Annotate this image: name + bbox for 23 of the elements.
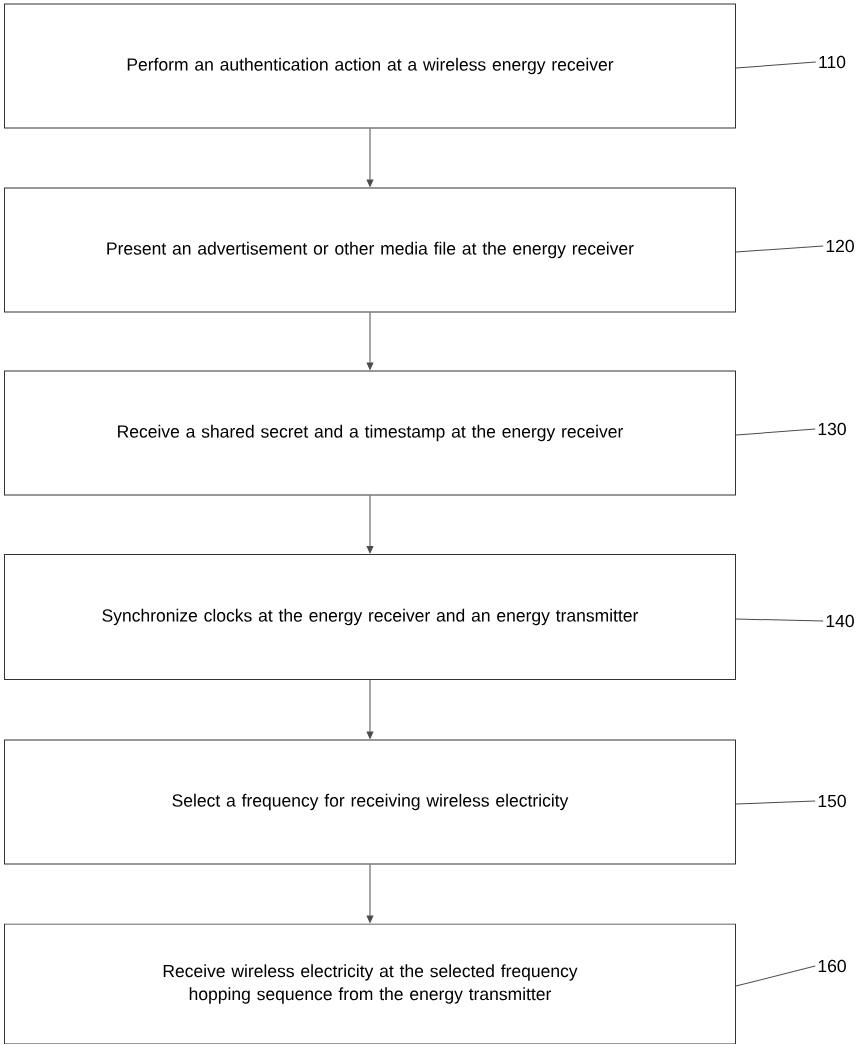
leader-line [735, 965, 816, 987]
process-box: Receive a shared secret and a timestamp at the energy receiver [4, 370, 736, 496]
arrow [366, 864, 374, 923]
callout-number: 130 [818, 422, 846, 436]
arrow [366, 495, 374, 554]
callout-number: 140 [826, 614, 854, 628]
arrow [366, 679, 374, 739]
callout-number: 120 [826, 239, 854, 253]
callout-number: 110 [819, 55, 846, 69]
callout-number: 160 [818, 959, 846, 973]
leader-line [735, 428, 816, 436]
leader-line [735, 61, 817, 69]
process-box: Synchronize clocks at the energy receiver and an energy transmitter [4, 554, 736, 680]
leader-line [735, 800, 816, 805]
process-box: Select a frequency for receiving wireless electricity [4, 739, 736, 865]
process-box: Receive wireless electricity at the selected frequency hopping sequence from the energy transmitter [4, 923, 736, 1044]
process-box: Perform an authentication action at a wireless energy receiver [4, 3, 736, 129]
callout-number: 150 [818, 794, 846, 808]
process-box: Present an advertisement or other media file at the energy receiver [4, 187, 736, 313]
leader-line [735, 618, 824, 622]
leader-line [735, 245, 824, 253]
arrow [366, 312, 374, 370]
arrow [366, 128, 374, 187]
